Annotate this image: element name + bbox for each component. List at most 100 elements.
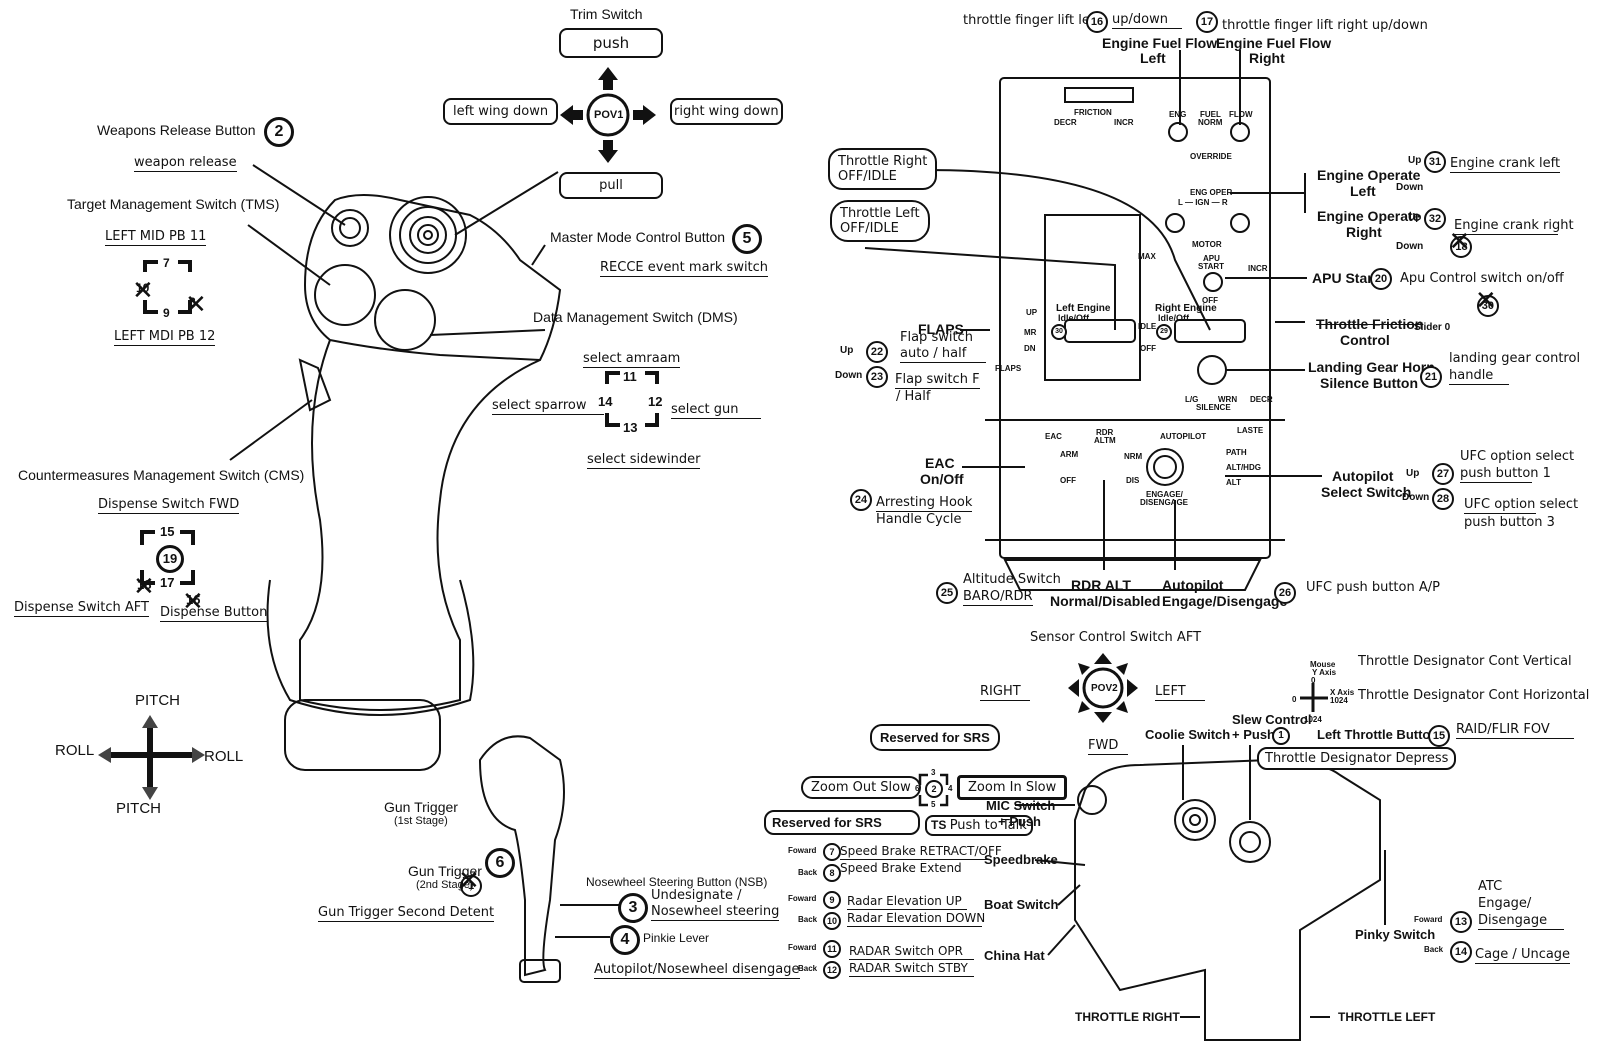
flaps-up: Up xyxy=(840,345,854,356)
pitch-roll-heads xyxy=(98,715,205,800)
panel-eac-off: OFF xyxy=(1060,476,1076,485)
panel-apu: APU xyxy=(1203,254,1220,263)
cms-dir-center: 19 xyxy=(156,545,184,573)
mic-dir-right: 4 xyxy=(948,784,953,793)
tms-dir-left: 10 xyxy=(132,275,1597,306)
pov2-arrows xyxy=(1068,653,1138,723)
altitude-number: 25 xyxy=(936,582,958,604)
panel-altm: ALTM xyxy=(1094,436,1116,445)
friction-slider: Slider 0 xyxy=(1414,322,1451,333)
eng-op-right-down-number: 30 xyxy=(1475,291,1499,317)
panel-incr2: INCR xyxy=(1248,264,1268,273)
mouse-y-label: Mouse xyxy=(1310,660,1336,669)
eng-op-left-up-binding: Engine crank left xyxy=(1450,156,1561,173)
ap-select-down-number: 28 xyxy=(1432,488,1454,510)
pov1-label: POV1 xyxy=(594,109,624,121)
dms-dir-right: 12 xyxy=(648,394,663,409)
cms-button-binding: Dispense Button xyxy=(160,605,268,622)
pinky-fwd-number: 13 xyxy=(1450,911,1472,933)
right-engine-sub: Idle/Off xyxy=(1158,313,1189,323)
right-engine-number: 29 xyxy=(1156,324,1172,340)
friction-sub: Control xyxy=(1340,332,1390,348)
panel-alt-hdg: ALT/HDG xyxy=(1226,463,1261,472)
right-engine-title: Right Engine xyxy=(1155,303,1217,314)
dms-dir-left: 14 xyxy=(598,394,613,409)
mic-title: MIC Switch xyxy=(986,798,1056,813)
mic-dir-down: 5 xyxy=(931,800,936,809)
pinky-back-binding: Cage / Uncage xyxy=(1475,947,1571,964)
gun-trigger-2-number: 6 xyxy=(485,848,515,878)
panel-eng: ENG xyxy=(1169,110,1187,119)
panel-friction: FRICTION xyxy=(1074,108,1112,117)
altitude-binding-2: BARO/RDR xyxy=(963,589,1033,606)
altitude-binding-1: Altitude Switch xyxy=(963,572,1061,587)
hat-brackets xyxy=(140,260,949,807)
cms-dir-down: 17 xyxy=(160,575,175,590)
trim-right-label: right wing down xyxy=(670,98,783,125)
ap-select-title: Autopilot xyxy=(1332,468,1394,484)
boat-back: Back xyxy=(798,915,818,924)
mouse-x-0: 0 xyxy=(1292,695,1297,704)
panel-decr: DECR xyxy=(1054,118,1077,127)
flaps-up-number: 22 xyxy=(866,341,888,363)
gun-trigger-1-number: 1 xyxy=(458,871,482,897)
coolie-title: Coolie Switch xyxy=(1145,727,1231,742)
speedbrake-title: Speedbrake xyxy=(984,852,1058,867)
nsb-binding-1: Undesignate / xyxy=(651,888,742,903)
eng-op-left-down-number: 18 xyxy=(1448,232,1473,258)
mic-center: 2 xyxy=(925,780,943,798)
ap-engage-binding: UFC push button A/P xyxy=(1306,580,1440,595)
mic-zoom-out: Zoom Out Slow xyxy=(801,776,921,799)
pinky-fwd-binding-2: Engage/ xyxy=(1478,896,1532,911)
dms-left-binding: select sparrow xyxy=(492,398,604,415)
dms-title: Data Management Switch (DMS) xyxy=(533,309,738,325)
nsb-title: Nosewheel Steering Button (NSB) xyxy=(586,875,768,889)
finger-lift-left-text: throttle finger lift left xyxy=(963,13,1100,28)
pinkie-number: 4 xyxy=(610,925,640,955)
china-back-binding: RADAR Switch STBY xyxy=(849,961,974,977)
boat-back-number: 10 xyxy=(823,912,841,930)
slew-binding: Throttle Designator Depress xyxy=(1257,747,1457,770)
left-engine-number: 30 xyxy=(1051,324,1067,340)
nsb-number: 3 xyxy=(618,893,648,923)
china-back: Back xyxy=(798,964,818,973)
trim-pull-label: pull xyxy=(559,172,663,199)
tms-dir-down: 9 xyxy=(163,306,170,320)
trim-hat xyxy=(389,196,467,274)
tms-title: Target Management Switch (TMS) xyxy=(67,196,280,212)
master-mode-number: 5 xyxy=(732,224,762,254)
panel-flaps-up: UP xyxy=(1026,308,1038,317)
throttle-left-line1: Throttle Left xyxy=(840,206,920,221)
panel-lg: L/G xyxy=(1185,395,1199,404)
boat-back-binding: Radar Elevation DOWN xyxy=(847,911,986,927)
panel-silence: SILENCE xyxy=(1196,403,1231,412)
eng-op-right-up-number: 32 xyxy=(1424,208,1446,230)
cms-fwd-binding: Dispense Switch FWD xyxy=(98,497,240,514)
mic-reserved-top: Reserved for SRS xyxy=(870,724,1000,751)
roll-left-label: ROLL xyxy=(55,742,95,759)
panel-motor: MOTOR xyxy=(1192,240,1222,249)
master-mode-binding: RECCE event mark switch xyxy=(600,260,769,277)
panel-override: OVERRIDE xyxy=(1190,152,1232,161)
pinkie-title: Pinkie Lever xyxy=(643,931,710,945)
ap-select-down: Down xyxy=(1402,492,1430,503)
fuel-flow-left-title: Engine Fuel Flow xyxy=(1102,35,1218,51)
eng-op-right-side: Right xyxy=(1346,224,1382,240)
pinky-back: Back xyxy=(1424,945,1444,954)
panel-path: PATH xyxy=(1226,448,1247,457)
weapons-release-binding: weapon release xyxy=(134,155,237,172)
lg-horn-number: 21 xyxy=(1420,366,1442,388)
eng-op-right-up-binding: Engine crank right xyxy=(1454,218,1574,235)
eng-op-left-title: Engine Operate xyxy=(1317,167,1421,183)
mouse-x-axis: X Axis xyxy=(1330,688,1355,697)
gun-trigger-2-title: Gun Trigger xyxy=(408,863,482,879)
eng-op-right-down: Down xyxy=(1396,241,1424,252)
china-back-number: 12 xyxy=(823,961,841,979)
throttle-right-label: THROTTLE RIGHT xyxy=(1075,1010,1180,1024)
roll-right-label: ROLL xyxy=(204,748,244,765)
slew-push: + Push xyxy=(1232,727,1275,742)
left-throttle-button-title: Left Throttle Button xyxy=(1317,727,1439,742)
left-engine-title: Left Engine xyxy=(1056,303,1111,314)
throttle-left-line2: OFF/IDLE xyxy=(840,221,899,236)
throttle-right-box: Throttle Right OFF/IDLE xyxy=(828,148,938,190)
